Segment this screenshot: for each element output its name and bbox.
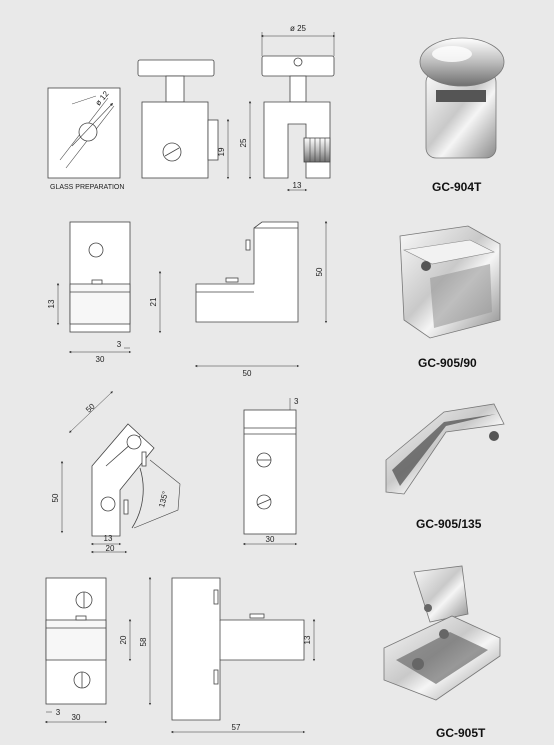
glass-preparation-label: GLASS PREPARATION xyxy=(50,184,124,191)
product-code-gc905-90: GC-905/90 xyxy=(418,356,477,370)
product-code-gc905t: GC-905T xyxy=(436,726,486,740)
gc905t-dimension-lines xyxy=(44,576,316,734)
dim-width: 13 xyxy=(293,181,302,190)
gc905t-photo xyxy=(383,565,501,701)
gc905t-drawings xyxy=(45,577,305,721)
gc904t-drawings xyxy=(47,55,335,179)
dim-height: 50 xyxy=(315,267,324,276)
gc905t-side-view xyxy=(171,577,305,721)
dim-length: 50 xyxy=(243,369,252,378)
dim-width: 30 xyxy=(96,355,105,364)
gc905-135-angled-view xyxy=(91,423,181,537)
dim-side-width: 30 xyxy=(266,535,275,544)
gc905-135-side-view xyxy=(243,409,297,535)
dim-angle: 135° xyxy=(157,490,170,508)
dim-head-diameter: ø 25 xyxy=(290,24,307,33)
gc905-135-photo xyxy=(385,403,505,495)
dim-height: 50 xyxy=(51,493,60,502)
gc905-90-front-view xyxy=(69,221,131,333)
gc905-135-drawings xyxy=(91,409,297,537)
product-code-gc904t: GC-904T xyxy=(432,180,482,194)
dim-left-offset: 13 xyxy=(47,299,56,308)
dim-length: 57 xyxy=(232,723,241,732)
dim-clamp-height: 21 xyxy=(149,297,158,306)
dim-slot: 3 xyxy=(117,340,122,349)
glass-preparation-view xyxy=(47,87,121,179)
dim-width: 30 xyxy=(72,713,81,722)
dim-clamp-height: 20 xyxy=(119,635,128,644)
gc905t-front-view xyxy=(45,577,107,705)
gc905-90-dimension-lines xyxy=(56,220,328,368)
product-code-gc905-135: GC-905/135 xyxy=(416,517,482,531)
gc905-90-side-view xyxy=(195,221,299,323)
dim-arm-width: 13 xyxy=(303,635,312,644)
dim-gap: 3 xyxy=(294,397,299,406)
dim-height: 19 xyxy=(217,147,226,156)
gc904t-side-view xyxy=(261,55,335,179)
gc904t-front-view xyxy=(137,59,219,179)
dim-total-height: 25 xyxy=(239,138,248,147)
dim-arm-length: 50 xyxy=(84,401,97,414)
dim-slot: 3 xyxy=(56,708,61,717)
gc905-135-dimension-lines xyxy=(60,391,298,554)
dim-offset: 13 xyxy=(104,534,113,543)
dim-width: 20 xyxy=(106,544,115,553)
gc905-90-photo xyxy=(399,225,501,339)
gc904t-photo xyxy=(419,37,505,159)
dim-total-height: 58 xyxy=(139,637,148,646)
gc904t-dimension-lines xyxy=(226,32,336,192)
gc905-90-drawings xyxy=(69,221,299,333)
